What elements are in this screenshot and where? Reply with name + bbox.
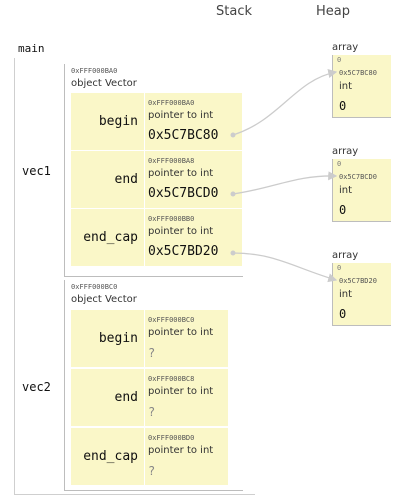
vector-object-vec1 (64, 64, 243, 277)
heap-header: Heap (316, 4, 350, 19)
frame-name: main (18, 42, 45, 55)
field-row-end-cap: end_cap 0xFFF000BD0 pointer to int ? (71, 428, 228, 485)
field-address: 0xFFF000BC8 (148, 375, 195, 383)
array-type: int (339, 81, 353, 92)
array-address: 0x5C7BC80 (339, 69, 377, 77)
pointer-value: 0x5C7BCD0 (148, 186, 219, 201)
pointer-value: ? (148, 464, 156, 478)
field-type: pointer to int (148, 445, 214, 456)
field-name: begin (71, 310, 145, 367)
field-row-begin: begin 0xFFF000BA0 pointer to int 0x5C7BC… (71, 93, 242, 150)
heap-array-2: 0 0x5C7BCD0 int 0 (332, 159, 391, 222)
field-address: 0xFFF000BC0 (148, 316, 195, 324)
field-type: pointer to int (148, 226, 214, 237)
field-row-end: end 0xFFF000BC8 pointer to int ? (71, 369, 228, 426)
pointer-arrow-end (230, 171, 338, 197)
field-type: pointer to int (148, 327, 214, 338)
object-address: 0xFFF000BC0 (71, 283, 118, 291)
array-value: 0 (339, 307, 347, 321)
stack-frame (14, 58, 255, 495)
field-type: pointer to int (148, 110, 214, 121)
array-index: 0 (337, 56, 342, 64)
array-address: 0x5C7BD20 (339, 277, 377, 285)
field-address: 0xFFF000BA0 (148, 99, 195, 107)
heap-array-label: array (332, 250, 359, 261)
variable-name-vec1: vec1 (22, 164, 51, 178)
field-address: 0xFFF000BB0 (148, 215, 195, 223)
pointer-value: ? (148, 405, 156, 419)
field-name: begin (71, 93, 145, 150)
field-name: end (71, 369, 145, 426)
field-address: 0xFFF000BA8 (148, 157, 195, 165)
pointer-value: ? (148, 346, 156, 360)
array-value: 0 (339, 203, 347, 217)
pointer-value: 0x5C7BC80 (148, 128, 219, 143)
heap-array-3: 0 0x5C7BD20 int 0 (332, 263, 391, 326)
pointer-value: 0x5C7BD20 (148, 244, 219, 259)
variable-name-vec2: vec2 (22, 380, 51, 394)
field-row-end: end 0xFFF000BA8 pointer to int 0x5C7BCD0 (71, 151, 242, 208)
heap-array-label: array (332, 146, 359, 157)
field-address: 0xFFF000BD0 (148, 434, 195, 442)
pointer-arrow-end-cap (230, 250, 338, 283)
field-row-end-cap: end_cap 0xFFF000BB0 pointer to int 0x5C7… (71, 209, 242, 266)
array-address: 0x5C7BCD0 (339, 173, 377, 181)
field-type: pointer to int (148, 168, 214, 179)
stack-header: Stack (216, 4, 252, 19)
field-name: end_cap (71, 209, 145, 266)
vector-object-vec2 (64, 280, 243, 491)
array-type: int (339, 289, 353, 300)
field-name: end_cap (71, 428, 145, 485)
pointer-arrow-begin (230, 69, 338, 138)
array-type: int (339, 185, 353, 196)
heap-array-label: array (332, 42, 359, 53)
array-index: 0 (337, 264, 342, 272)
heap-array-1: 0 0x5C7BC80 int 0 (332, 55, 391, 118)
array-value: 0 (339, 99, 347, 113)
object-type: object Vector (71, 78, 137, 89)
field-type: pointer to int (148, 386, 214, 397)
object-address: 0xFFF000BA0 (71, 67, 118, 75)
array-index: 0 (337, 160, 342, 168)
field-name: end (71, 151, 145, 208)
object-type: object Vector (71, 294, 137, 305)
field-row-begin: begin 0xFFF000BC0 pointer to int ? (71, 310, 228, 367)
